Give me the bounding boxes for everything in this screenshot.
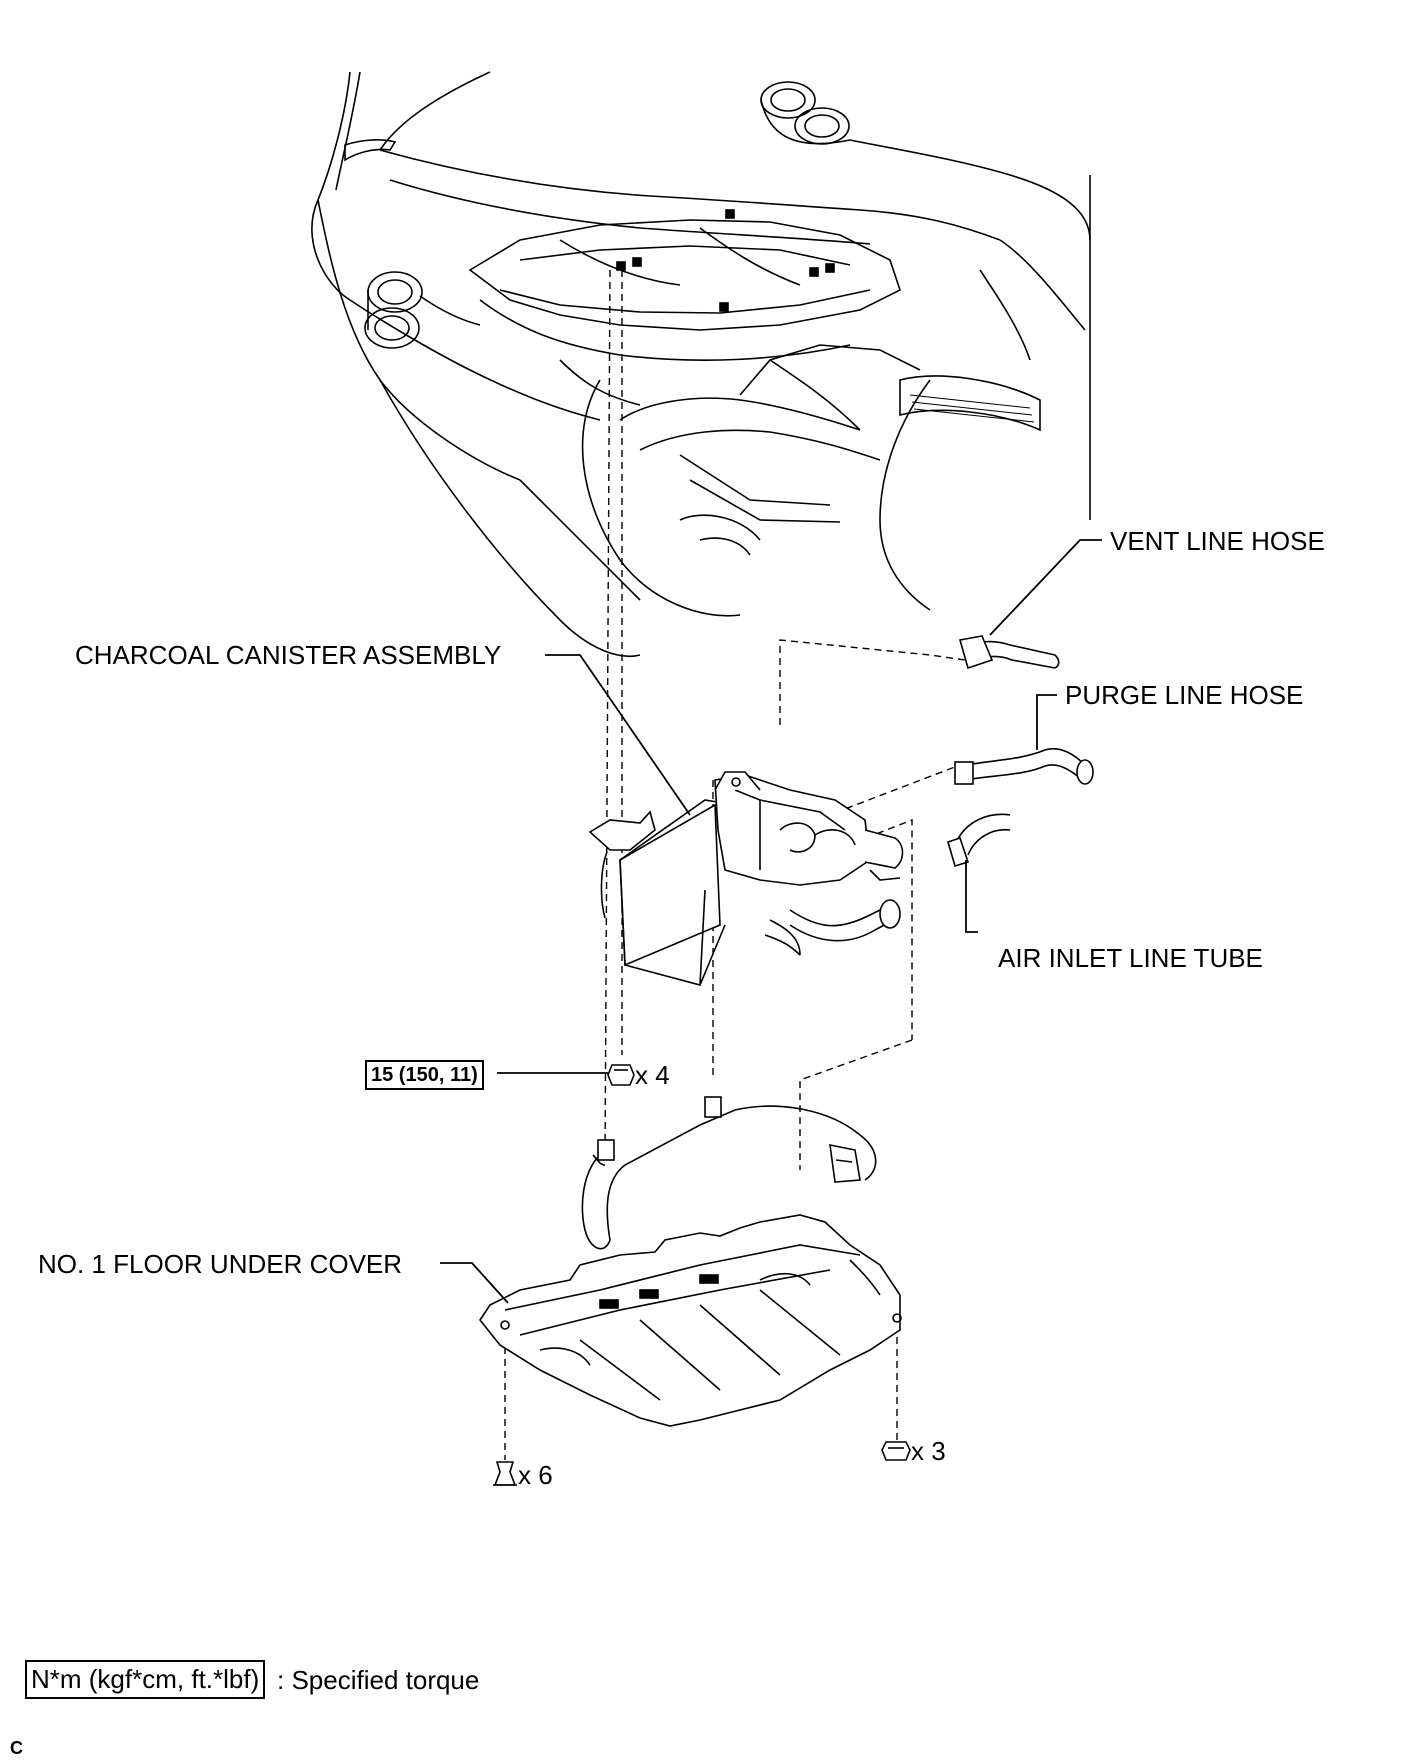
torque-legend-description: : Specified torque [277,1665,480,1695]
floor-under-cover-illustration [479,1214,902,1427]
charcoal-canister-illustration [588,771,904,986]
canister-mount-bracket-illustration [581,1096,877,1250]
canister-nut-torque-spec: 15 (150, 11) [365,1060,484,1090]
vehicle-underbody-illustration [311,71,1091,657]
air-inlet-line-tube-label: AIR INLET LINE TUBE [998,943,1263,973]
cover-nut-icon [881,1441,911,1461]
torque-unit-legend-box: N*m (kgf*cm, ft.*lbf) [25,1660,266,1699]
cover-nut-quantity: x 3 [911,1436,946,1466]
leader-lines [440,539,1102,1304]
vent-line-hose-illustration [958,635,1060,670]
vent-line-hose-label: VENT LINE HOSE [1110,526,1325,556]
cover-clip-icon [493,1461,517,1486]
charcoal-canister-assembly-label: CHARCOAL CANISTER ASSEMBLY [75,640,502,670]
canister-nut-icon [607,1064,635,1086]
cover-clip-quantity: x 6 [518,1460,553,1490]
purge-line-hose-illustration [954,747,1094,785]
air-inlet-line-tube-illustration [947,813,1011,868]
purge-line-hose-label: PURGE LINE HOSE [1065,680,1304,710]
no1-floor-under-cover-label: NO. 1 FLOOR UNDER COVER [38,1249,403,1279]
figure-corner-mark: C [10,1738,23,1758]
canister-nut-quantity: x 4 [635,1060,670,1090]
